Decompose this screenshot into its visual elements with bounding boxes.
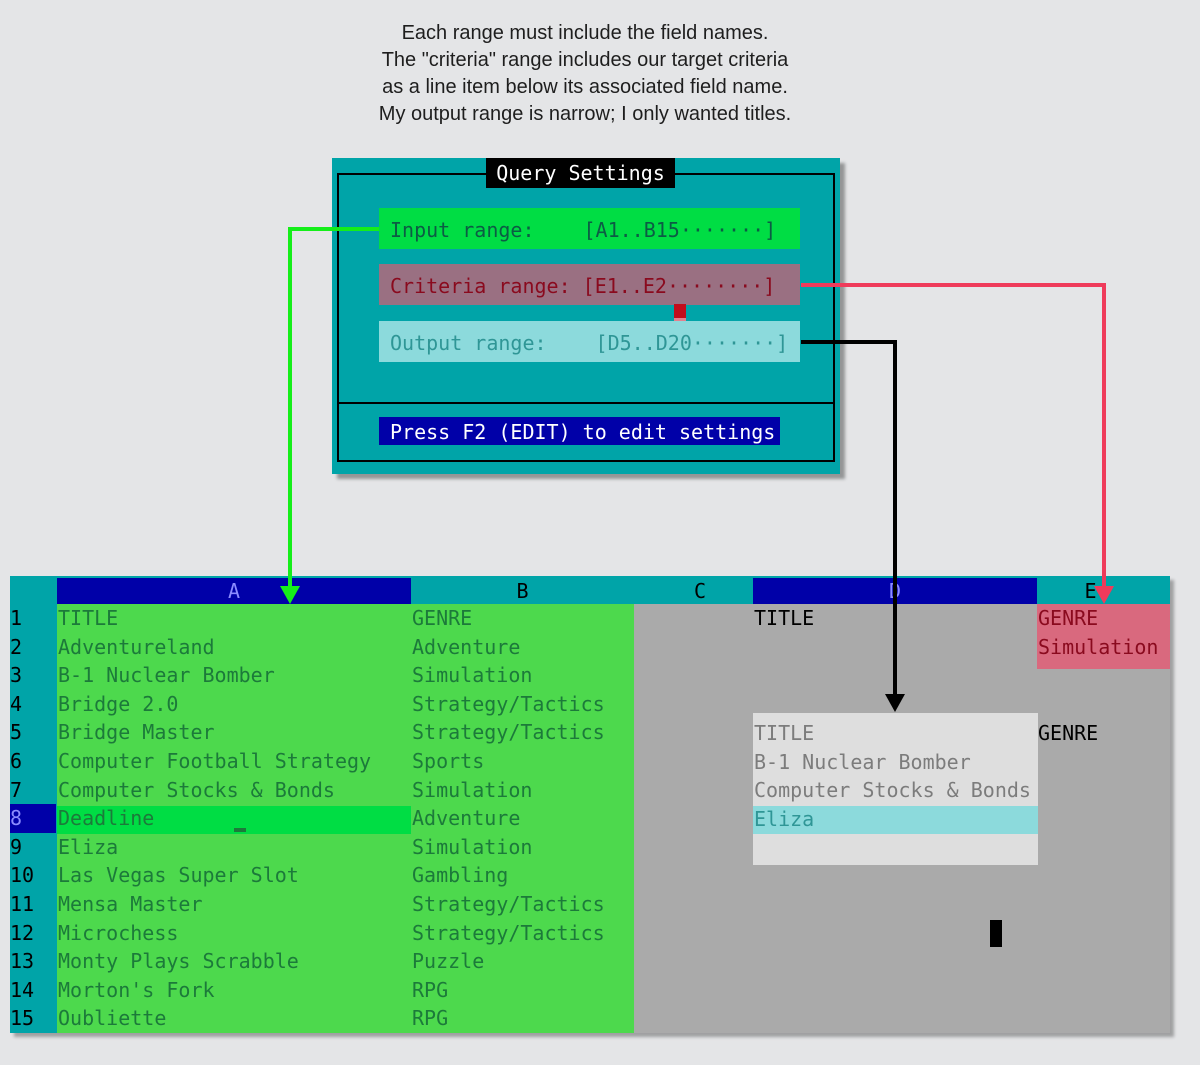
cell-title[interactable]: Morton's Fork <box>58 978 215 1002</box>
row-number[interactable]: 1 <box>10 606 23 630</box>
cell-genre[interactable]: Simulation <box>412 778 533 802</box>
cell-title[interactable]: Bridge 2.0 <box>58 692 179 716</box>
cell-genre[interactable]: Simulation <box>412 835 533 859</box>
cell-genre[interactable]: Adventure <box>412 806 521 830</box>
cell-title[interactable]: Eliza <box>58 835 119 859</box>
cell-title[interactable]: Computer Football Strategy <box>58 749 372 773</box>
input-range-arrow <box>288 227 379 590</box>
row-number[interactable]: 6 <box>10 749 23 773</box>
dialog-separator <box>337 402 835 404</box>
row-number[interactable]: 8 <box>10 804 56 833</box>
output-range-arrow <box>801 340 897 698</box>
input-range-value: [A1..B15·······] <box>583 218 777 242</box>
row-number[interactable]: 12 <box>10 921 35 945</box>
row-number[interactable]: 13 <box>10 949 35 973</box>
help-bar: Press F2 (EDIT) to edit settings <box>379 417 780 445</box>
cell-title[interactable]: Bridge Master <box>58 720 215 744</box>
row-number[interactable]: 11 <box>10 892 35 916</box>
cell-title[interactable]: Computer Stocks & Bonds <box>58 778 335 802</box>
caption-line-2: The "criteria" range includes our target… <box>381 49 789 71</box>
criteria-range-field[interactable]: Criteria range: [E1..E2········] <box>379 264 800 305</box>
row-number[interactable]: 5 <box>10 720 23 744</box>
row-number[interactable]: 3 <box>10 663 23 687</box>
row-number[interactable]: 4 <box>10 692 23 716</box>
row-number[interactable]: 9 <box>10 835 23 859</box>
cell-d5[interactable]: TITLE <box>754 721 815 745</box>
cell-title[interactable]: Adventureland <box>58 635 215 659</box>
input-range-field[interactable]: Input range: [A1..B15·······] <box>379 208 800 249</box>
criteria-range-arrowhead <box>1094 586 1114 604</box>
column-header-a[interactable]: A <box>227 579 241 603</box>
dialog-title: Query Settings <box>486 158 675 188</box>
cell-title[interactable]: B-1 Nuclear Bomber <box>58 663 275 687</box>
column-header-c[interactable]: C <box>693 579 707 603</box>
output-range-field[interactable]: Output range: [D5..D20·······] <box>379 321 800 362</box>
cell-genre[interactable]: GENRE <box>412 606 473 630</box>
cell-title[interactable]: Microchess <box>58 921 179 945</box>
criteria-range-arrow <box>801 283 1106 590</box>
cell-title[interactable]: Monty Plays Scrabble <box>58 949 299 973</box>
cell-cursor <box>234 828 246 832</box>
cell-genre[interactable]: Strategy/Tactics <box>412 921 605 945</box>
cell-genre[interactable]: Gambling <box>412 863 509 887</box>
cell-d7[interactable]: Computer Stocks & Bonds <box>754 778 1031 802</box>
criteria-range-region <box>1037 604 1170 669</box>
cell-genre[interactable]: Strategy/Tactics <box>412 692 605 716</box>
column-header-b[interactable]: B <box>516 579 529 603</box>
cell-genre[interactable]: Simulation <box>412 663 533 687</box>
cell-title[interactable]: TITLE <box>58 606 119 630</box>
cell-e5[interactable]: GENRE <box>1038 721 1099 745</box>
cell-genre[interactable]: Strategy/Tactics <box>412 720 605 744</box>
row-number[interactable]: 7 <box>10 778 23 802</box>
output-range-arrowhead <box>885 694 905 712</box>
caption-line-4: My output range is narrow; I only wanted… <box>378 103 792 125</box>
caption-line-1: Each range must include the field names. <box>401 22 769 44</box>
caption-line-3: as a line item below its associated fiel… <box>382 76 788 98</box>
cell-d6[interactable]: B-1 Nuclear Bomber <box>754 750 971 774</box>
output-range-label: Output range: <box>390 331 547 355</box>
column-header-e[interactable]: E <box>1084 579 1097 603</box>
cell-genre[interactable]: Strategy/Tactics <box>412 892 605 916</box>
cell-e2[interactable]: Simulation <box>1038 635 1159 659</box>
input-range-arrowhead <box>280 586 300 604</box>
row-number[interactable]: 2 <box>10 635 23 659</box>
caption: Each range must include the field names.… <box>0 20 1170 128</box>
cell-genre[interactable]: Adventure <box>412 635 521 659</box>
cell-genre[interactable]: Puzzle <box>412 949 485 973</box>
row-number[interactable]: 15 <box>10 1006 35 1030</box>
input-range-label: Input range: <box>390 218 535 242</box>
cell-title[interactable]: Deadline <box>58 806 155 830</box>
output-range-region <box>753 713 1038 865</box>
output-range-value: [D5..D20·······] <box>595 331 789 355</box>
cell-d1[interactable]: TITLE <box>754 606 815 630</box>
cell-title[interactable]: Oubliette <box>58 1006 167 1030</box>
cell-genre[interactable]: RPG <box>412 1006 449 1030</box>
cell-title[interactable]: Mensa Master <box>58 892 203 916</box>
column-header-a-bg <box>57 578 411 604</box>
output-selected-cell <box>753 806 1038 834</box>
cell-title[interactable]: Las Vegas Super Slot <box>58 863 299 887</box>
cell-d8[interactable]: Eliza <box>754 807 815 831</box>
cell-e1[interactable]: GENRE <box>1038 606 1099 630</box>
row-number[interactable]: 10 <box>10 863 35 887</box>
text-cursor <box>674 304 686 318</box>
criteria-range-value: [E1..E2········] <box>582 274 776 298</box>
cell-genre[interactable]: RPG <box>412 978 449 1002</box>
block-cursor <box>990 920 1002 947</box>
criteria-range-label: Criteria range: <box>390 274 571 298</box>
row-number[interactable]: 14 <box>10 978 35 1002</box>
cell-genre[interactable]: Sports <box>412 749 485 773</box>
